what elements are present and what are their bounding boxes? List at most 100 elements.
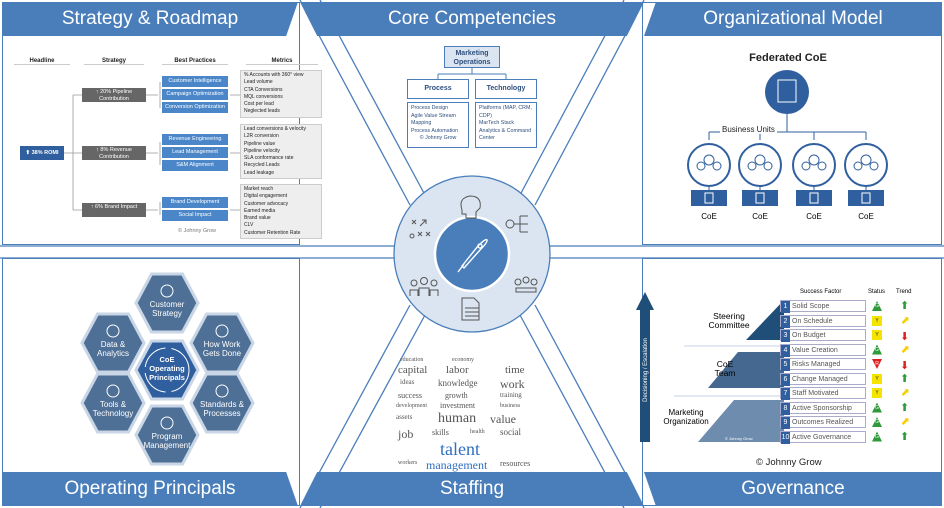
- team-icon: [409, 277, 439, 296]
- hex-label: Data &Analytics: [97, 340, 129, 358]
- factor-name: On Schedule: [792, 317, 833, 325]
- practice-box: Brand Development: [162, 197, 228, 208]
- section-title-org: Organizational Model: [644, 2, 942, 36]
- metric-item: % Accounts with 360° view: [244, 72, 304, 78]
- cloud-word: workers: [398, 460, 418, 466]
- factor-name: Active Governance: [792, 433, 852, 441]
- header-strategy: Strategy: [84, 58, 144, 65]
- cloud-word: ideas: [400, 378, 415, 386]
- building-icon: [777, 79, 797, 103]
- marketing-ops-box: Marketing Operations: [444, 46, 500, 68]
- cloud-word: talent: [440, 439, 480, 459]
- process-box: Process: [407, 79, 469, 99]
- factor-name: Solid Scope: [792, 303, 830, 310]
- cloud-word: assets: [396, 413, 413, 421]
- section-title-strategy: Strategy & Roadmap: [2, 2, 298, 36]
- axis-label: Decisioning / Escalation: [643, 338, 649, 402]
- factor-name: Value Creation: [792, 346, 838, 354]
- trend-down-arrow-icon: ⬆: [900, 329, 910, 341]
- cloud-word: economy: [452, 357, 474, 363]
- process-item: Process Automation: [411, 127, 459, 134]
- status-indicator: Y: [872, 315, 882, 326]
- factor-number: 10: [781, 431, 790, 444]
- section-title-governance: Governance: [644, 472, 942, 506]
- strategy-box: ↑ 20% Pipeline Contribution: [82, 88, 146, 102]
- cloud-word: resources: [500, 459, 531, 468]
- cloud-word: human: [438, 411, 477, 426]
- practice-box: Social Impact: [162, 210, 228, 221]
- technology-item: MarTech Stack: [479, 120, 515, 126]
- coe-building-icon: [691, 190, 727, 206]
- core-copyright: © Johnny Grow: [419, 135, 457, 141]
- factor-name: On Budget: [792, 332, 826, 339]
- metric-item: L2R conversion: [244, 133, 279, 140]
- factor-number: 6: [781, 373, 790, 386]
- strategy-play-icon: [409, 219, 431, 239]
- metric-item: SLA conformance rate: [244, 155, 294, 162]
- escalation-pyramid: [636, 292, 784, 442]
- status-indicator: G: [872, 301, 882, 311]
- practice-box: Customer Intelligence: [162, 75, 228, 87]
- hex-icon: [215, 384, 229, 398]
- metric-item: Customer advocacy: [244, 200, 289, 207]
- trend-up-arrow-icon: ⬆: [900, 372, 910, 385]
- metric-item: Pipeline value: [244, 140, 276, 147]
- section-title-staffing: Staffing: [300, 472, 644, 506]
- metric-item: Earned media: [244, 207, 276, 214]
- coe-label: CoE: [806, 212, 822, 221]
- section-title-core: Core Competencies: [300, 2, 644, 36]
- metric-item: Brand value: [244, 215, 271, 222]
- process-item: Agile Value Stream Mapping: [411, 112, 456, 127]
- factor-number: 9: [781, 417, 790, 429]
- practice-box: Campaign Optimization: [162, 88, 228, 100]
- factor-name: Change Managed: [792, 375, 848, 383]
- factor-name: Staff Motivated: [792, 390, 839, 397]
- cloud-word: business: [500, 403, 521, 409]
- meeting-icon: [514, 276, 538, 293]
- level-steering: Steering Committee: [708, 311, 750, 330]
- trend-up-arrow-icon: ⬆: [900, 300, 910, 312]
- org-diagram: [687, 70, 888, 206]
- process-item: Process Design: [411, 105, 449, 111]
- cloud-word: capital: [398, 364, 428, 376]
- rocket-icon: [457, 238, 488, 273]
- business-units-label: Business Units: [720, 125, 777, 134]
- header-metrics: Metrics: [246, 58, 318, 65]
- cloud-word: knowledge: [438, 378, 478, 388]
- factor-number: 2: [781, 315, 790, 328]
- coe-label: CoE: [752, 212, 768, 221]
- cloud-word: management: [426, 458, 488, 472]
- trend-up-arrow-icon: ⬆: [900, 430, 910, 443]
- factor-name: Outcomes Realized: [792, 419, 854, 426]
- factor-name: Risks Managed: [792, 361, 841, 368]
- status-indicator: Y: [872, 388, 882, 398]
- coe-building-icon: [848, 190, 884, 206]
- metric-item: Recycled Leads: [244, 162, 280, 169]
- factor-number: 3: [781, 330, 790, 342]
- cloud-word: investment: [440, 401, 476, 410]
- section-title-operating: Operating Principals: [2, 472, 298, 506]
- trend-up-arrow-icon: ⬆: [900, 401, 910, 414]
- hex-icon: [215, 324, 229, 338]
- header-trend: Trend: [896, 289, 912, 295]
- status-indicator: G: [872, 417, 882, 427]
- cloud-word: skills: [432, 428, 449, 437]
- hex-icon: [160, 284, 174, 298]
- metric-item: CLV: [244, 222, 254, 229]
- status-indicator: G: [872, 344, 882, 355]
- hierarchy-icon: [505, 215, 528, 233]
- trend-down-arrow-icon: ⬆: [900, 358, 910, 370]
- cloud-word: work: [500, 377, 525, 391]
- factor-number: 7: [781, 388, 790, 400]
